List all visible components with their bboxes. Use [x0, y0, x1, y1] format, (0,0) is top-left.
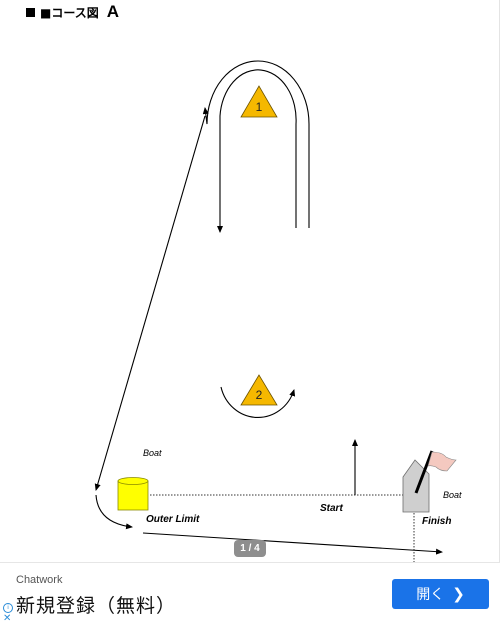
finish-label: Finish	[422, 516, 452, 527]
boat-label-upper: Boat	[143, 448, 162, 458]
ad-open-button-label: 開く	[416, 587, 445, 603]
mark-1-triangle	[240, 85, 278, 118]
mark-2-number: 2	[256, 388, 263, 402]
page-indicator: 1 / 4	[234, 540, 266, 557]
title-square-icon	[26, 8, 35, 17]
ad-open-button[interactable]: 開く ❯	[392, 579, 489, 609]
boat-label-right: Boat	[443, 490, 462, 500]
close-icon[interactable]: ✕	[3, 613, 12, 624]
inner-loop-arrow	[217, 69, 297, 233]
outer-loop-arrow	[202, 60, 310, 228]
title-text: ■コース図	[40, 6, 99, 20]
outer-limit-buoy-top	[117, 477, 149, 485]
start-label: Start	[320, 503, 343, 514]
mark-2-triangle	[240, 374, 278, 406]
ad-banner[interactable]: Chatwork 新規登録（無料） 開く ❯ i ✕	[0, 562, 500, 625]
finish-flag	[427, 451, 457, 472]
buoy-rounding-arrow	[95, 494, 133, 530]
mark-1-number: 1	[256, 100, 263, 114]
outer-limit-label: Outer Limit	[146, 514, 200, 525]
course-map: 1 2	[94, 60, 457, 562]
chevron-right-icon: ❯	[452, 585, 465, 603]
outer-limit-buoy	[117, 480, 149, 511]
final-leg-arrow	[142, 532, 443, 555]
ad-headline[interactable]: 新規登録（無料）	[16, 595, 177, 617]
info-icon[interactable]: i	[3, 603, 13, 613]
title-course-letter: A	[106, 2, 120, 21]
diagonal-leg-arrow	[94, 115, 206, 491]
flag-pole	[414, 450, 434, 494]
page-title: ■コース図 A	[26, 2, 119, 22]
ad-brand-name: Chatwork	[16, 574, 63, 586]
mark-2-rounding-arrow	[220, 386, 296, 419]
